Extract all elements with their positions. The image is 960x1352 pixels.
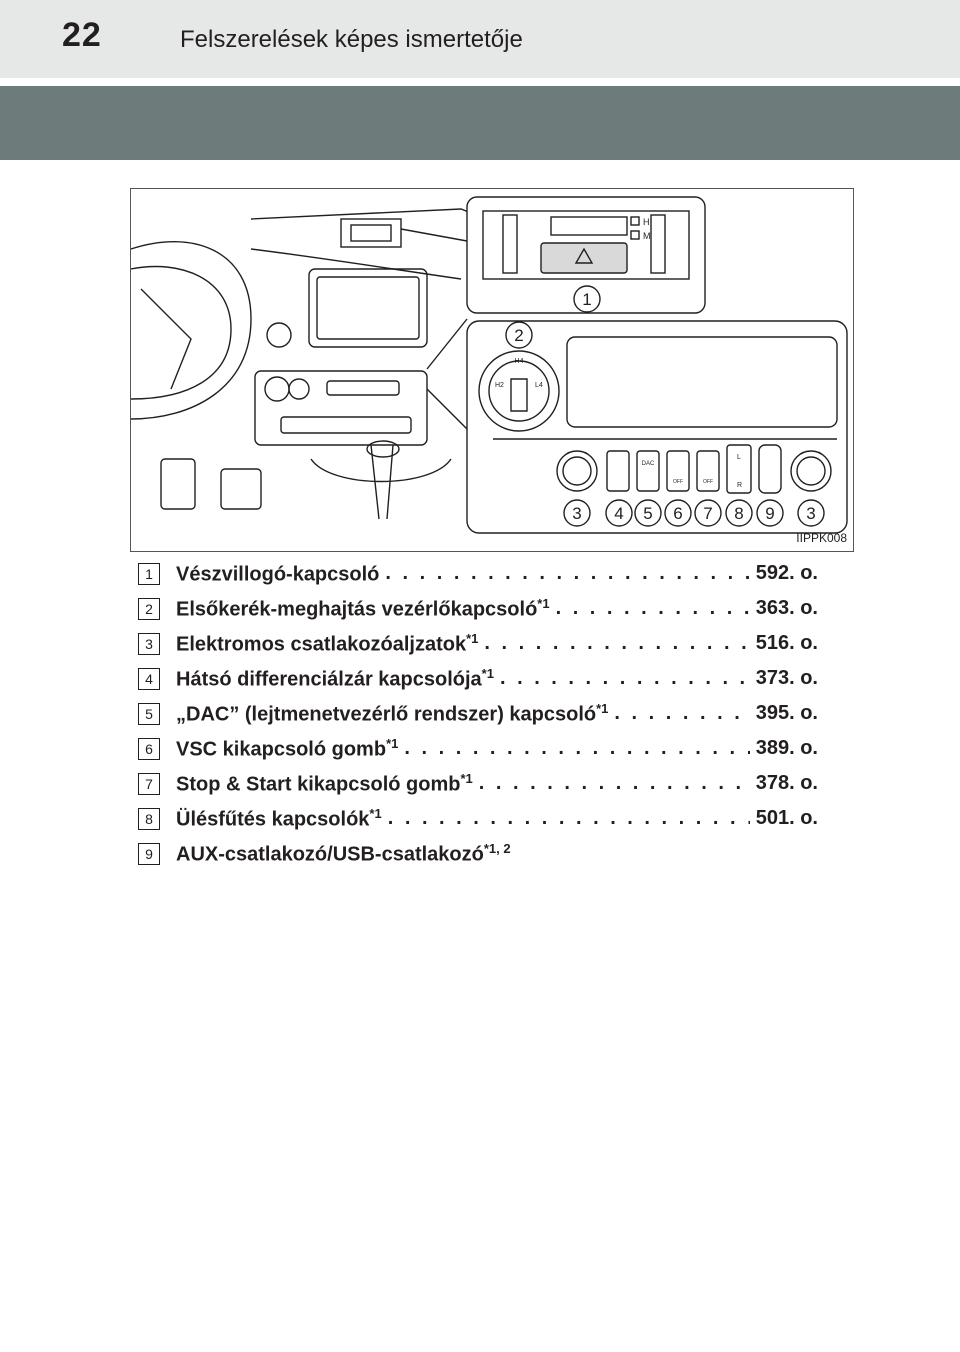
stop-start-off-button	[696, 450, 720, 492]
item-number: 3	[138, 632, 160, 655]
section-band	[0, 86, 960, 160]
item-list: 1 Vészvillogó-kapcsoló . . . . . . . . .…	[138, 556, 818, 871]
leader-dots: . . . . . . . . . . . . . . . . . . . . …	[385, 562, 749, 584]
svg-text:4: 4	[614, 504, 623, 523]
svg-text:3: 3	[572, 504, 581, 523]
item-number: 8	[138, 807, 160, 830]
hazard-button	[540, 242, 628, 274]
callout-9	[756, 499, 784, 527]
svg-text:7: 7	[703, 504, 712, 523]
page-title: Felszerelések képes ismertetője	[180, 26, 523, 53]
power-outlet-left	[556, 450, 598, 492]
steering-wheel	[131, 241, 252, 420]
item-number: 2	[138, 597, 160, 620]
item-number: 9	[138, 842, 160, 865]
svg-text:H2: H2	[495, 382, 504, 389]
leader-dots: . . . . . . . . . . . . . . . . . . . . …	[555, 597, 750, 619]
leader-dots: . . . . . . . . . . . . . . . . . . . . …	[499, 667, 750, 689]
svg-text:DAC: DAC	[642, 461, 655, 467]
item-label: Stop & Start kikapcsoló gomb*1	[176, 770, 473, 796]
svg-text:6: 6	[673, 504, 682, 523]
item-label: VSC kikapcsoló gomb*1	[176, 735, 399, 761]
svg-text:L4: L4	[535, 382, 543, 389]
callout-6	[664, 499, 692, 527]
page-reference: 516. o.	[755, 632, 818, 654]
label-m: M	[643, 231, 651, 241]
svg-text:OFF: OFF	[703, 479, 713, 485]
item-number: 1	[138, 562, 160, 585]
label-h: H	[643, 217, 650, 227]
header-band	[0, 0, 960, 78]
list-item: 6 VSC kikapcsoló gomb*1 . . . . . . . . …	[138, 731, 818, 766]
list-item: 3 Elektromos csatlakozóaljzatok*1 . . . …	[138, 626, 818, 661]
leader-dots: . . . . . . . . . . . . . . . . . . . . …	[484, 632, 750, 654]
callout-3-left	[563, 499, 591, 527]
svg-text:H4: H4	[515, 358, 524, 365]
item-label: Elsőkerék-meghajtás vezérlőkapcsoló*1	[176, 595, 550, 621]
page-reference: 373. o.	[755, 667, 818, 689]
item-number: 6	[138, 737, 160, 760]
page-reference: 363. o.	[755, 597, 818, 619]
svg-text:R: R	[737, 482, 742, 489]
item-label: Vészvillogó-kapcsoló	[176, 563, 380, 586]
svg-text:5: 5	[643, 504, 652, 523]
svg-text:1: 1	[582, 290, 591, 309]
bottom-callouts: 3 4 5 6 7 8 9 3	[563, 499, 825, 527]
leader-dots: . . . . . . . . . . . . . . . . . . . . …	[614, 702, 749, 724]
item-label: „DAC” (lejtmenetvezérlő rendszer) kapcso…	[176, 700, 609, 726]
svg-text:OFF: OFF	[673, 479, 683, 485]
item-label: AUX-csatlakozó/USB-csatlakozó*1, 2	[176, 840, 511, 866]
leader-dots: . . . . . . . . . . . . . . . . . . . . …	[478, 772, 750, 794]
svg-text:L: L	[737, 454, 741, 461]
item-label: Elektromos csatlakozóaljzatok*1	[176, 630, 479, 656]
callout-2	[505, 321, 533, 349]
vsc-off-button	[666, 450, 690, 492]
callout-3-right	[797, 499, 825, 527]
list-item: 1 Vészvillogó-kapcsoló . . . . . . . . .…	[138, 556, 818, 591]
dac-switch	[636, 450, 660, 492]
item-number: 7	[138, 772, 160, 795]
list-item: 4 Hátsó differenciálzár kapcsolója*1 . .…	[138, 661, 818, 696]
item-label: Ülésfűtés kapcsolók*1	[176, 805, 382, 831]
page-reference: 395. o.	[755, 702, 818, 724]
leader-dots: . . . . . . . . . . . . . . . . . . . . …	[387, 807, 750, 829]
page-number: 22	[62, 16, 102, 54]
page-reference: 592. o.	[755, 562, 818, 584]
callout-4	[605, 499, 633, 527]
aux-usb-port	[758, 444, 782, 494]
hazard-panel-small	[340, 218, 402, 248]
item-label: Hátsó differenciálzár kapcsolója*1	[176, 665, 494, 691]
infotainment-screen	[308, 268, 428, 348]
page-reference: 378. o.	[755, 772, 818, 794]
callout-1	[573, 285, 601, 313]
svg-text:9: 9	[765, 504, 774, 523]
leader-dots: . . . . . . . . . . . . . . . . . . . . …	[404, 737, 749, 759]
dashboard-drawing: H M 1 H4 H2 L4 DAC OFF OFF L R 2	[131, 196, 848, 534]
figure-code: IIPPK008	[796, 531, 847, 545]
center-console	[254, 370, 428, 446]
callout-7	[694, 499, 722, 527]
rear-diff-switch	[606, 450, 630, 492]
svg-text:2: 2	[514, 326, 523, 345]
callout-5	[634, 499, 662, 527]
list-item: 9 AUX-csatlakozó/USB-csatlakozó*1, 2	[138, 836, 818, 871]
page-reference: 389. o.	[755, 737, 818, 759]
power-outlet-right	[790, 450, 832, 492]
svg-text:8: 8	[734, 504, 743, 523]
item-number: 4	[138, 667, 160, 690]
list-item: 5 „DAC” (lejtmenetvezérlő rendszer) kapc…	[138, 696, 818, 731]
page-reference: 501. o.	[755, 807, 818, 829]
svg-text:3: 3	[806, 504, 815, 523]
item-number: 5	[138, 702, 160, 725]
dashboard-illustration: H M 1 H4 H2 L4 DAC OFF OFF L R 2	[130, 188, 854, 552]
seat-heater-switches	[726, 444, 752, 494]
list-item: 8 Ülésfűtés kapcsolók*1 . . . . . . . . …	[138, 801, 818, 836]
4wd-dial	[478, 350, 560, 432]
list-item: 7 Stop & Start kikapcsoló gomb*1 . . . .…	[138, 766, 818, 801]
callout-8	[725, 499, 753, 527]
list-item: 2 Elsőkerék-meghajtás vezérlőkapcsoló*1 …	[138, 591, 818, 626]
